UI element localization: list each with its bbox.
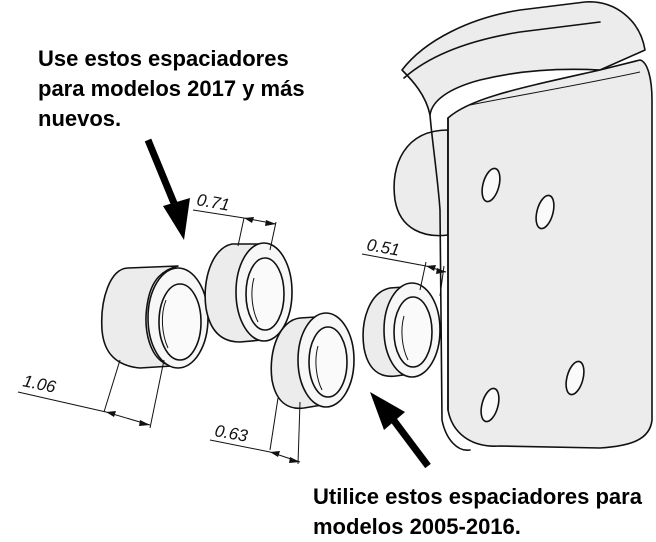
- dim-label-1-06: 1.06: [21, 371, 58, 397]
- dimension-0-71: 0.71: [192, 190, 277, 251]
- spacer-d: [362, 282, 441, 378]
- arrow-bottom: [370, 392, 431, 469]
- mounting-bracket: [393, 1, 653, 451]
- caption-top: Use estos espaciadores para modelos 2017…: [38, 46, 305, 131]
- spacer-c: [270, 312, 355, 410]
- arrow-top: [144, 138, 190, 240]
- spacer-a: [100, 265, 209, 369]
- dimension-0-51: 0.51: [361, 235, 447, 297]
- dimension-1-06: 1.06: [17, 359, 165, 429]
- caption-bottom: Utilice estos espaciadores para modelos …: [313, 484, 642, 539]
- dimension-0-63: 0.63: [209, 397, 301, 465]
- spacer-b: [204, 242, 293, 343]
